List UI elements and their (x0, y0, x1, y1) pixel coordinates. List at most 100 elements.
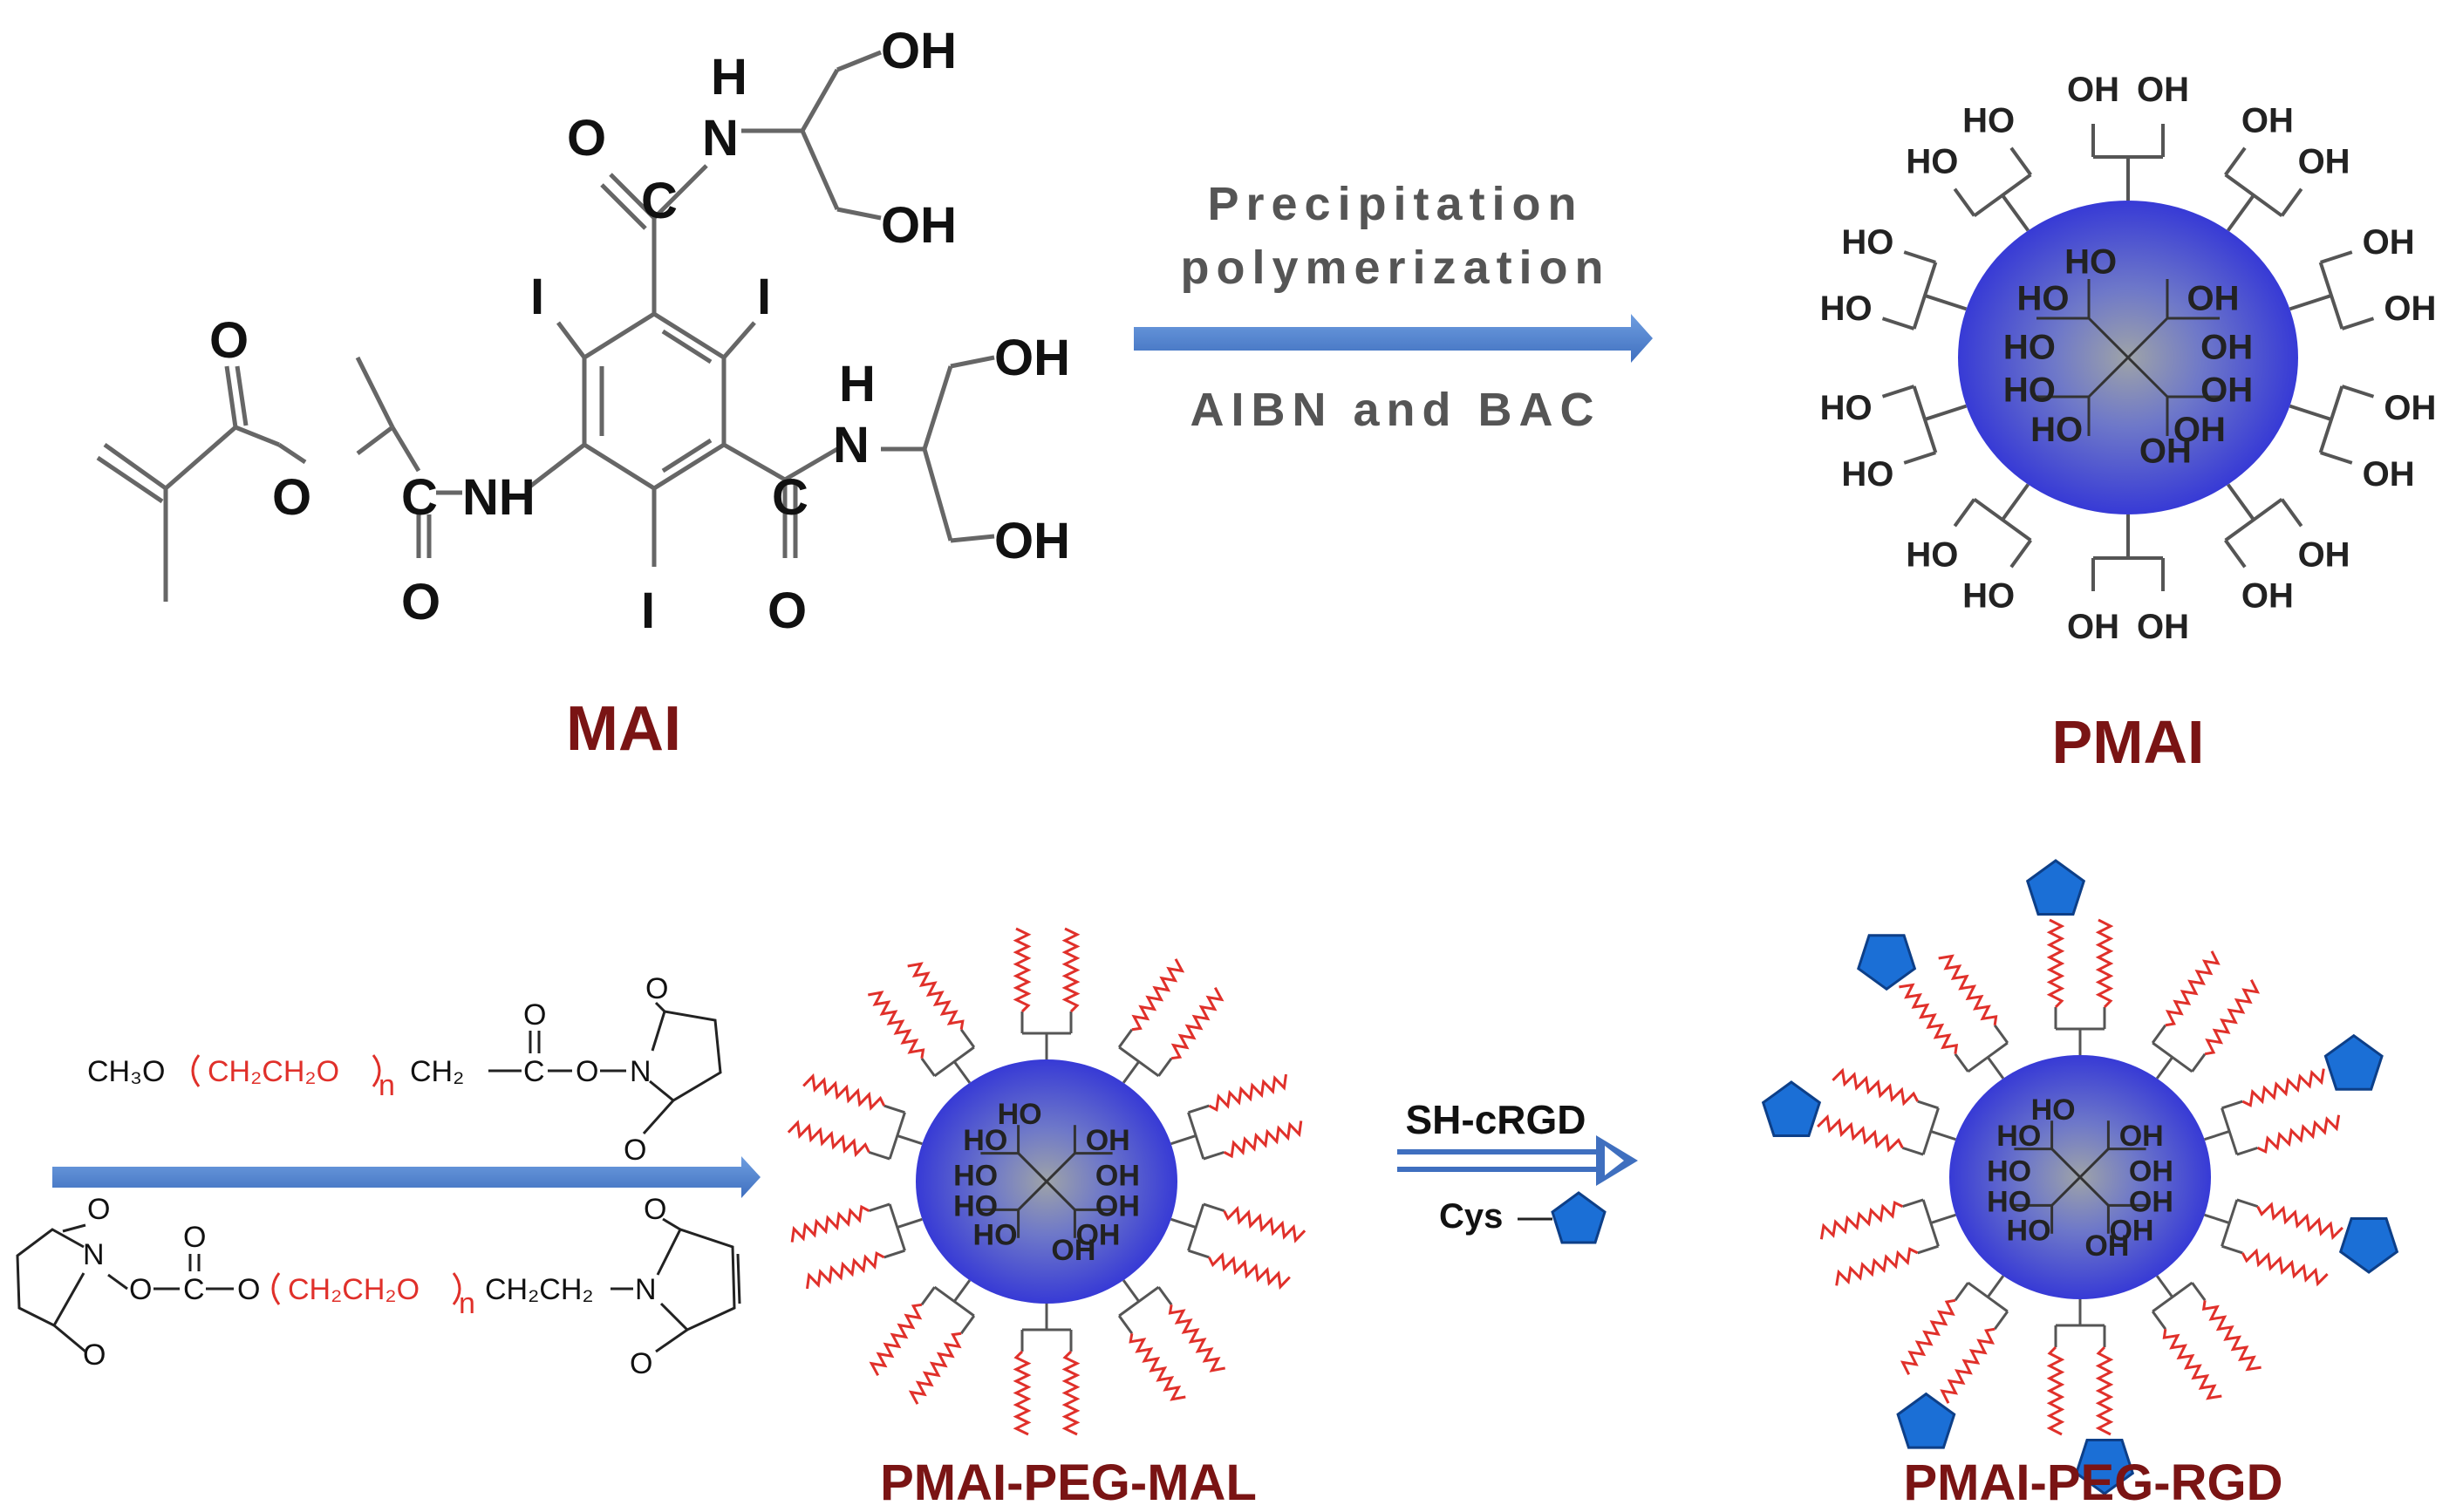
peg-chain (2204, 979, 2261, 1056)
surface-hydroxyl-label: HO (1962, 577, 2015, 616)
peg-chain (2095, 918, 2114, 1009)
core-crosslink (2014, 1120, 2146, 1234)
peg-chain (2256, 1202, 2343, 1241)
surface-branches (868, 1011, 1225, 1352)
peg-chain (1900, 1298, 1956, 1375)
core-hydroxyl-label: OH (2119, 1120, 2164, 1153)
atom-c: C (641, 173, 678, 229)
reagent2-ch2ch2: CH₂CH₂ (485, 1273, 594, 1306)
core-hydroxyl-label: OH (1095, 1190, 1140, 1223)
peg-chain (1223, 1205, 1306, 1243)
reagent2-o-mal-top: O (644, 1193, 666, 1226)
core-hydroxyl-label: HO (1987, 1186, 2031, 1219)
surface-hydroxyl-label: HO (1820, 289, 1873, 328)
core-hydroxyl-label: OH (2187, 280, 2240, 318)
core-hydroxyl-label: OH (2129, 1186, 2173, 1219)
atom-c: C (772, 469, 808, 526)
peg-chain (1061, 927, 1081, 1013)
peg-chain (907, 962, 965, 1031)
atom-o: O (401, 574, 440, 630)
surface-hydroxyl-label: HO (1906, 142, 1958, 180)
core-hydroxyl-label: OH (2109, 1214, 2153, 1247)
peg-chain (790, 1204, 870, 1243)
label-mai: MAI (566, 694, 681, 764)
core-hydroxyl-label: HO (2003, 329, 2056, 367)
surface-hydroxyl-label: HO (1841, 223, 1893, 262)
atom-h: H (711, 49, 747, 106)
peg-chain (806, 1250, 885, 1290)
core-hydroxyl-label: HO (2030, 411, 2083, 449)
core-hydroxyl-label: OH (1075, 1218, 1120, 1251)
core-hydroxyl-label: HO (953, 1159, 998, 1192)
peg-chain (1131, 958, 1185, 1032)
reagent2-o1: O (129, 1273, 152, 1306)
reagent2-peg: CH₂CH₂O (288, 1273, 420, 1306)
core-hydroxyl-label: HO (1987, 1154, 2031, 1188)
surface-hydroxyl-label: HO (1906, 536, 1958, 575)
core-hydroxyl-label: OH (2200, 371, 2253, 410)
surface-hydroxyl-label: HO (1962, 101, 2015, 140)
atom-n: N (833, 417, 870, 473)
mai-atom-labels: O N H OH OH C I I I N H C O OH OH NH C O… (209, 23, 1070, 639)
atom-c: C (401, 469, 438, 526)
reagent1-peg: CH₂CH₂O (208, 1055, 339, 1088)
peg-chain (1832, 1067, 1920, 1107)
core-hydroxyl-label: OH (2173, 411, 2226, 449)
rgd-pentagon-icon (2338, 1217, 2399, 1274)
core-hydroxyl-label: HO (1996, 1120, 2041, 1153)
core-crosslink (2036, 279, 2220, 436)
core-hydroxyl-label: HO (963, 1124, 1007, 1157)
core-hydroxyl-label: OH (2129, 1154, 2173, 1188)
atom-o: O (272, 469, 311, 526)
rgd-pentagon-icon (1896, 1392, 1956, 1449)
peg-chain (1170, 986, 1225, 1060)
condition-polymerization: polymerization (1180, 242, 1610, 294)
rgd-pentagon-icon (2074, 1439, 2135, 1495)
atom-o: O (768, 582, 807, 639)
reagent2-o2: O (237, 1273, 260, 1306)
peg-chain (1817, 1114, 1904, 1153)
step2-arrow (52, 1156, 761, 1198)
rgd-pentagon-icon (1857, 934, 1917, 991)
label-pmai-peg-mal: PMAI-PEG-MAL (880, 1454, 1257, 1511)
core-hydroxyl-label: HO (2064, 243, 2117, 282)
surface-branches (1901, 1007, 2259, 1347)
peg-chain (787, 1120, 870, 1158)
rgd-pentagon-icon (2025, 859, 2086, 916)
core-hydroxyl-label: HO (973, 1218, 1018, 1251)
core-hydroxyl-label: OH (2139, 432, 2192, 471)
rgd-pentagon-icon (1761, 1080, 1822, 1137)
reagent-mpeg-nhs: CH₃O CH₂CH₂O n CH₂ C O O N O O (87, 972, 668, 1167)
core-hydroxyl-label: OH (1086, 1124, 1130, 1157)
core-hydroxyl-label: HO (2003, 371, 2056, 410)
atom-oh: OH (881, 197, 957, 254)
reagent1-o-ring-top: O (645, 972, 668, 1005)
rgd-pentagon-icon (1551, 1191, 1607, 1244)
atom-i: I (530, 269, 544, 325)
reagent1-o-top: O (523, 998, 546, 1032)
peg-chain (2201, 1300, 2262, 1372)
reagent1-o: O (576, 1055, 598, 1088)
peg-chain (1207, 1252, 1291, 1291)
surface-hydroxyl-label: HO (1820, 389, 1873, 427)
reagent2-n-mal: N (635, 1273, 657, 1306)
peg-chain (2256, 1114, 2341, 1154)
surface-hydroxyl-label: HO (1841, 455, 1893, 494)
surface-hydroxyl-label: OH (2137, 608, 2189, 646)
core-hydroxyl-label: HO (998, 1098, 1042, 1131)
peg-chain (869, 1303, 923, 1377)
core-hydroxyl-label: HO (2017, 280, 2070, 318)
peg-chain (1208, 1073, 1287, 1113)
peg-chain (1129, 1332, 1186, 1401)
step3-arrow (1397, 1135, 1638, 1186)
label-pmai-peg-rgd: PMAI-PEG-RGD (1904, 1454, 2283, 1511)
peg-chain (1061, 1350, 1081, 1436)
atom-o: O (567, 110, 606, 167)
reagent2-o-carbonyl: O (183, 1221, 206, 1254)
peg-chain (1013, 927, 1032, 1013)
reagent2-o-ring-top: O (87, 1193, 110, 1226)
core-hydroxyl-label: OH (1051, 1234, 1095, 1267)
